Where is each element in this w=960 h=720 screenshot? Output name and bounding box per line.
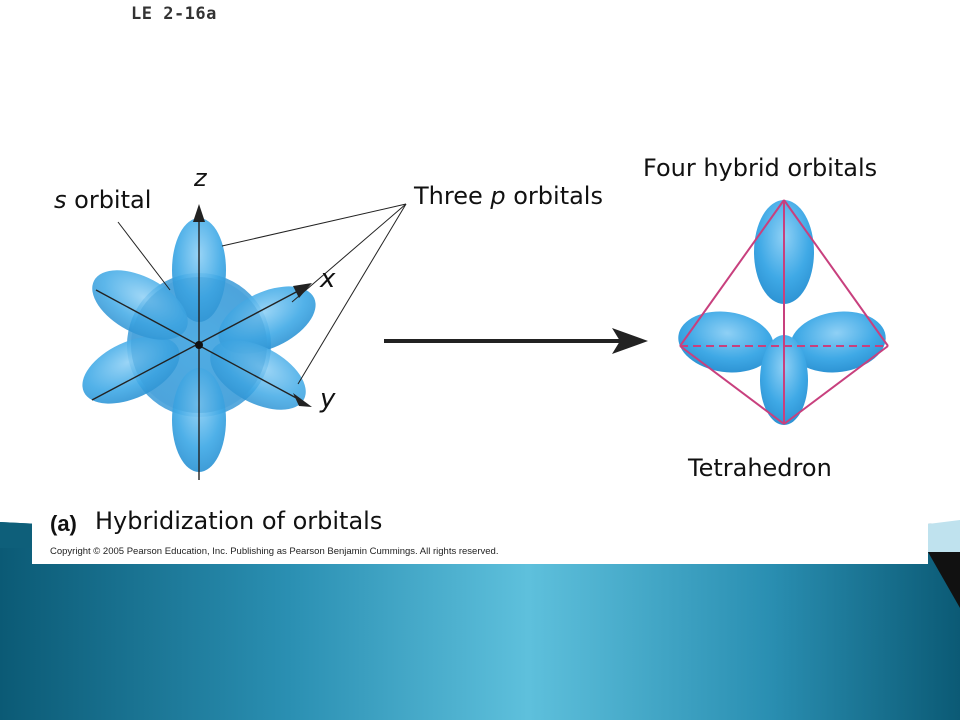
p-orbitals-label: Three p orbitals <box>414 182 603 210</box>
band-corner-left <box>0 522 40 548</box>
hybrid-lobe-left <box>678 311 774 373</box>
band-corner-right <box>928 520 960 552</box>
p-pointer-2 <box>291 203 407 303</box>
slide-title: LE 2-16a <box>131 4 217 24</box>
px-lobe-left <box>82 336 180 404</box>
x-axis-label: x <box>320 264 336 294</box>
copyright-notice: Copyright © 2005 Pearson Education, Inc.… <box>50 546 499 557</box>
panel-label: (a) <box>50 511 77 536</box>
band-fill <box>0 522 960 720</box>
x-axis-arrow <box>293 283 312 298</box>
y-axis-arrow <box>293 393 312 407</box>
s-orbital-pointer <box>117 221 171 291</box>
s-orbital-label: s orbital <box>54 186 152 214</box>
nucleus-dot <box>195 341 203 349</box>
figure-caption: Hybridization of orbitals <box>95 507 383 535</box>
p-pointer-1 <box>221 203 407 247</box>
p-pointer-3 <box>297 203 407 385</box>
hybrid-orbitals-label: Four hybrid orbitals <box>643 154 878 182</box>
py-lobe-left <box>92 270 188 340</box>
hybrid-lobe-right <box>790 311 886 373</box>
tetrahedron-edges <box>679 199 889 425</box>
z-axis-label: z <box>194 164 207 192</box>
y-axis-label: y <box>320 384 336 414</box>
caption-strip <box>32 496 928 564</box>
py-lobe-right <box>210 340 306 410</box>
px-lobe-right <box>218 286 316 354</box>
tetrahedron-label: Tetrahedron <box>688 454 832 482</box>
z-axis-arrow <box>193 204 205 222</box>
band-shadow-right <box>928 552 960 608</box>
